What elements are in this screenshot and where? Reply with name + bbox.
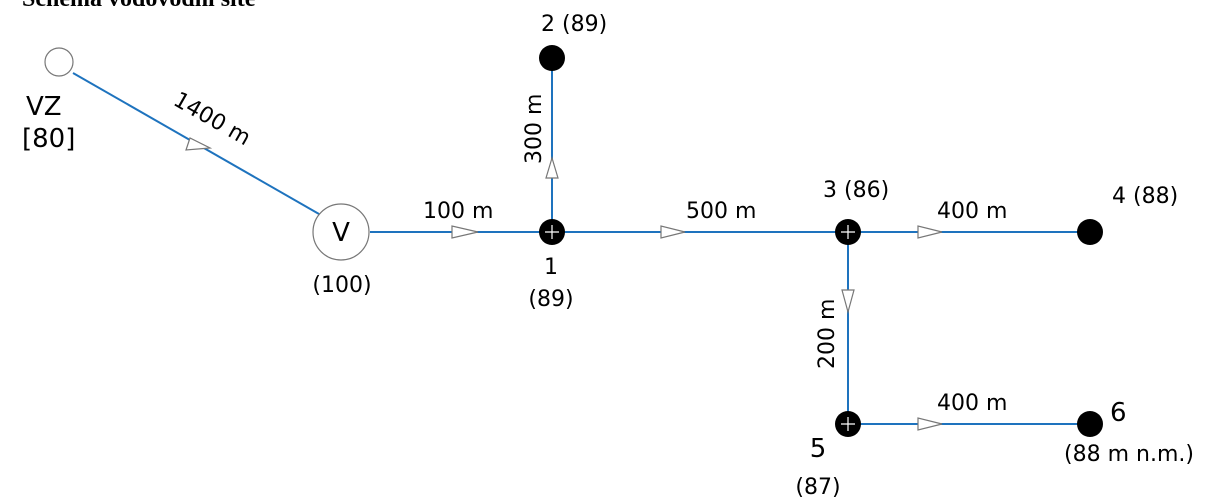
pipe-3-4-length: 400 m: [937, 199, 1007, 224]
flow-arrow-3-4: [917, 225, 943, 239]
node-3-cross: [841, 225, 855, 239]
node-1-cross: [545, 225, 559, 239]
node-1-level: (89): [528, 287, 573, 312]
node-3-label: 3 (86): [823, 178, 889, 203]
node-v: [312, 203, 370, 261]
node-2-label: 2 (89): [541, 12, 607, 37]
flow-arrow-vz-v: [185, 137, 213, 151]
node-1-label: 1: [544, 255, 558, 280]
node-6: [1077, 411, 1103, 437]
node-4: [1077, 219, 1103, 245]
node-6-level: (88 m n.m.): [1064, 442, 1194, 467]
node-4-label: 4 (88): [1112, 184, 1178, 209]
node-5-level: (87): [795, 475, 840, 500]
pipe-5-6-length: 400 m: [937, 391, 1007, 416]
flow-arrow-3-5: [841, 289, 855, 315]
vz-name: VZ: [26, 92, 62, 122]
node-vz: [44, 47, 74, 77]
v-level: (100): [312, 273, 371, 298]
pipe-v-1-length: 100 m: [423, 199, 493, 224]
pipe-1-2-length: 300 m: [522, 94, 547, 164]
diagram-heading: Schéma vodovodní sítě: [22, 0, 256, 12]
flow-arrow-v-1: [451, 225, 479, 239]
pipe-vz-v-length: 1400 m: [169, 88, 255, 152]
node-2: [539, 45, 565, 71]
flow-arrow-1-2: [545, 155, 559, 179]
node-5-cross: [841, 417, 855, 431]
pipe-1-3-length: 500 m: [686, 199, 756, 224]
pipe-3-5-length: 200 m: [815, 299, 840, 369]
node-6-label: 6: [1110, 398, 1127, 428]
node-5-label: 5: [810, 434, 827, 464]
flow-arrow-5-6: [917, 417, 943, 431]
v-name: V: [332, 218, 350, 248]
flow-arrow-1-3: [660, 225, 686, 239]
vz-level: [80]: [22, 124, 75, 154]
